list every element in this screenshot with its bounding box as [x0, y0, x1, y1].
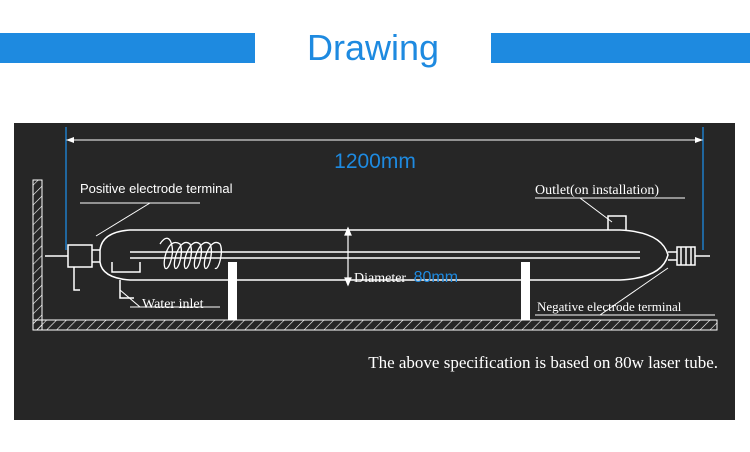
diameter-prefix: Diameter — [354, 271, 406, 286]
header-bar-right — [491, 33, 750, 63]
header-bar-left — [0, 33, 255, 63]
mounting-base — [32, 179, 718, 331]
diameter-label: Diameter 80mm — [354, 269, 458, 286]
length-dimension — [65, 127, 704, 250]
tube-supports — [228, 262, 530, 320]
leader-lines — [80, 197, 715, 316]
positive-electrode-label: Positive electrode terminal — [80, 181, 233, 196]
diameter-marker — [344, 226, 352, 287]
negative-electrode-label: Negative electrode terminal — [537, 299, 682, 314]
page-title: Drawing — [306, 27, 440, 68]
cooling-coil — [159, 237, 222, 270]
spec-note: The above specification is based on 80w … — [368, 353, 718, 372]
diameter-value: 80mm — [414, 269, 458, 286]
water-inlet-label: Water inlet — [142, 297, 204, 312]
laser-tube — [45, 215, 710, 299]
length-label: 1200mm — [334, 150, 416, 173]
outlet-label: Outlet(on installation) — [535, 183, 659, 198]
